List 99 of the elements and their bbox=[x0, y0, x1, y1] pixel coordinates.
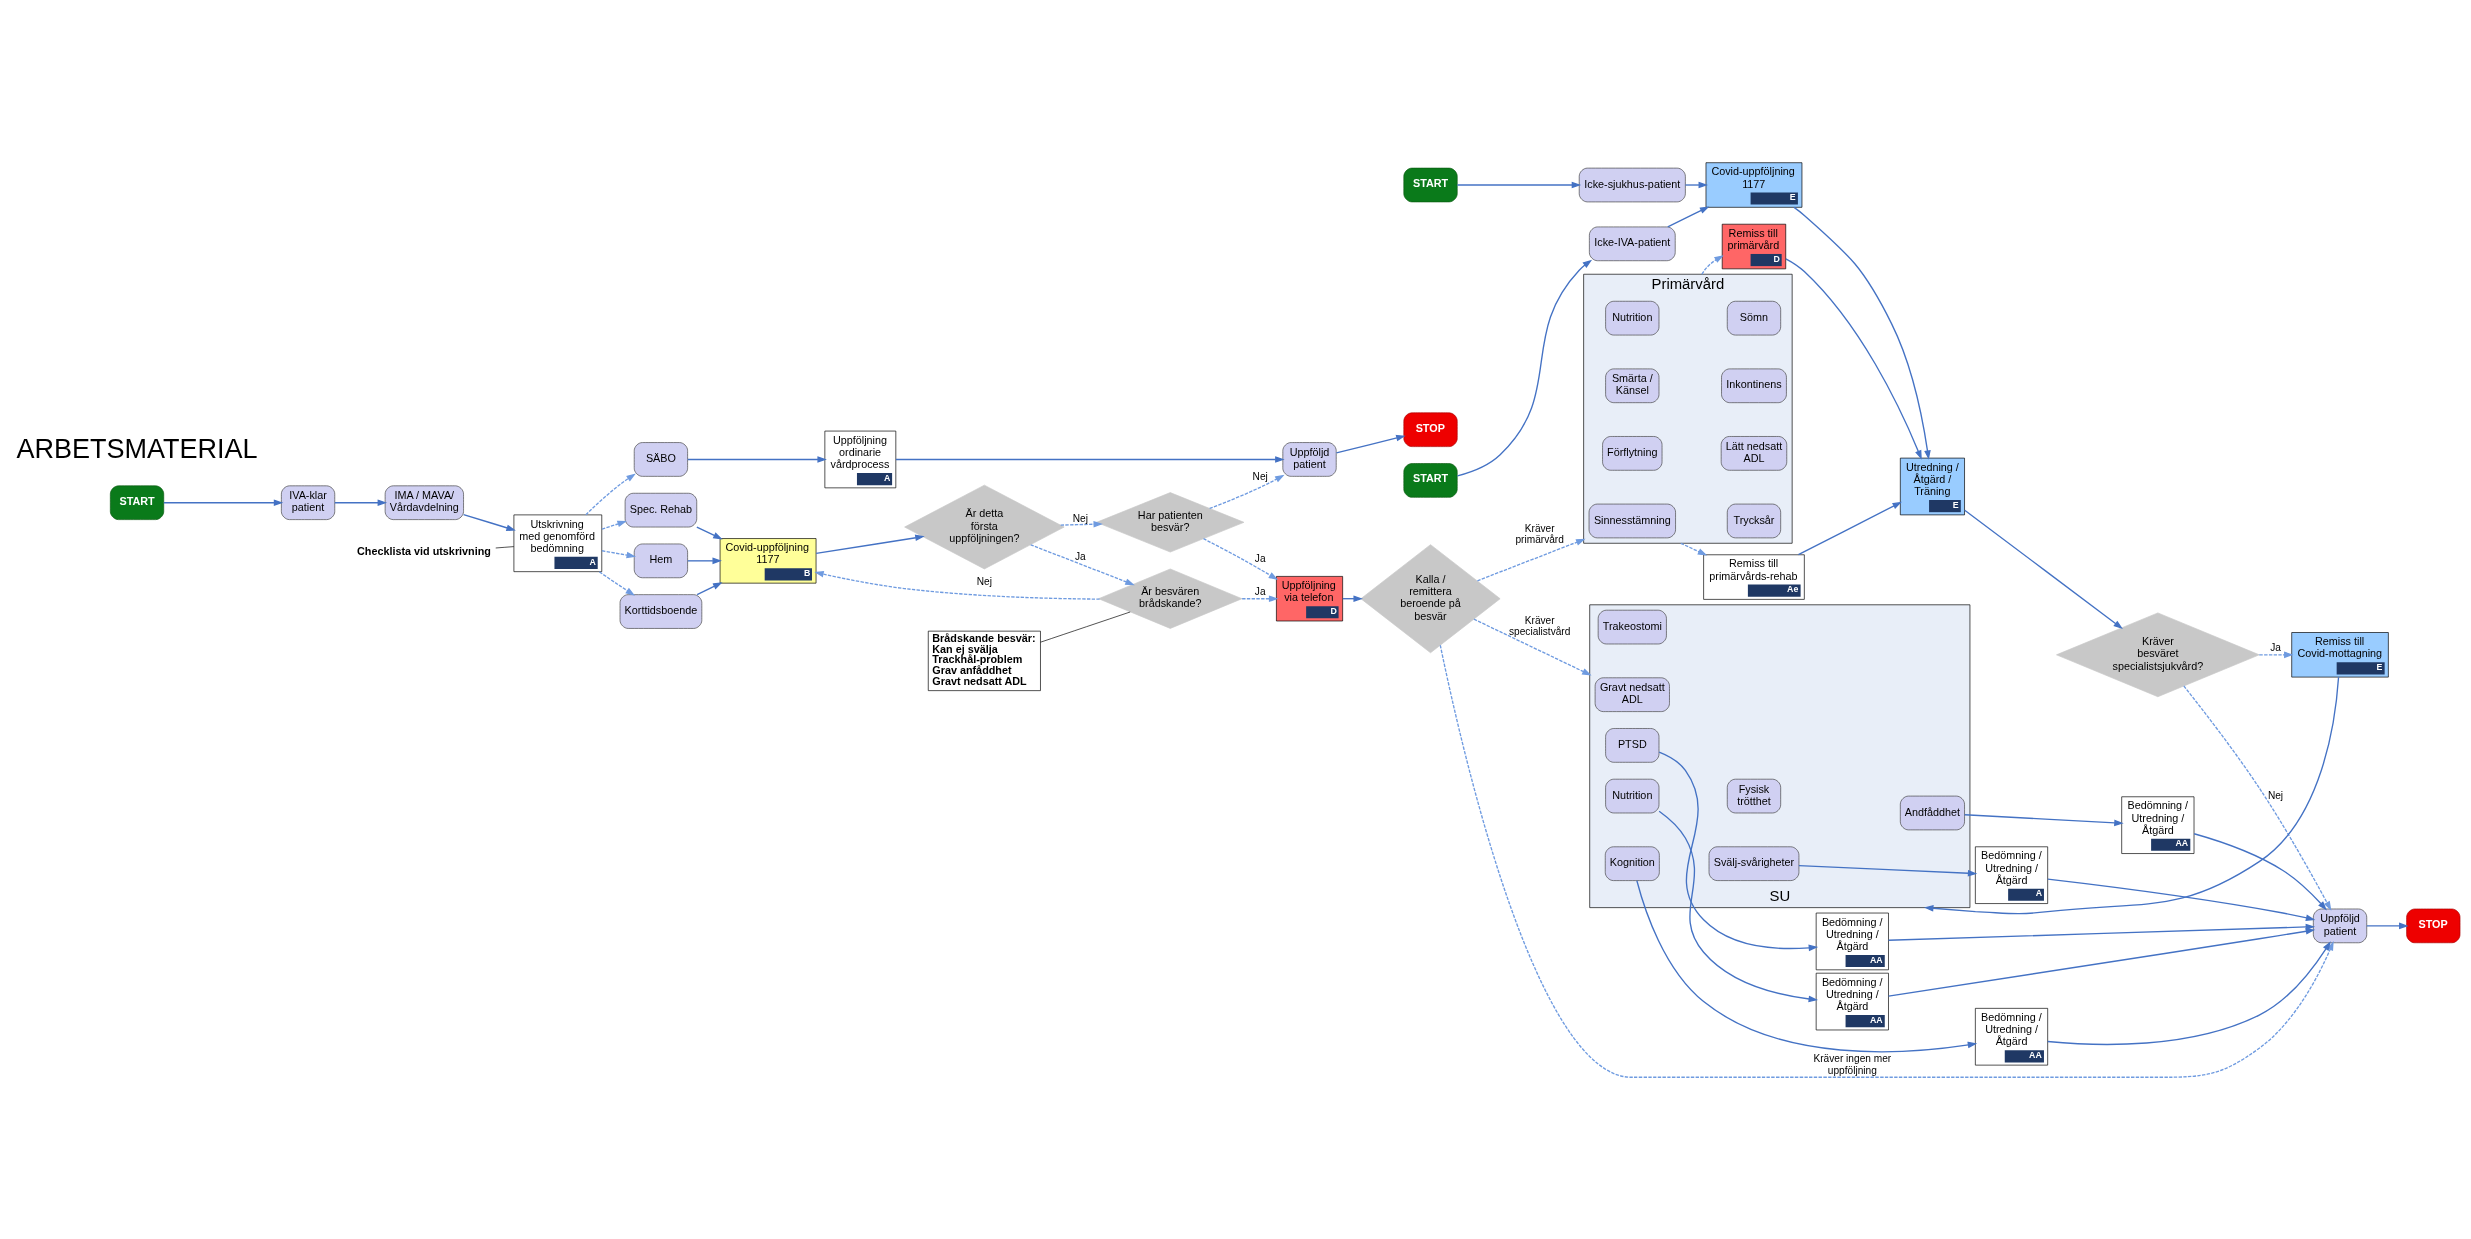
arrow bbox=[1456, 259, 1593, 477]
node-diamond: Kalla / remittera beroende på besvär bbox=[1360, 543, 1501, 653]
arrow bbox=[814, 570, 1101, 600]
node-box: Kognition bbox=[1604, 845, 1660, 881]
arrow bbox=[2366, 922, 2409, 929]
edge-label: Kräver specialistvård bbox=[1509, 614, 1571, 637]
arrow bbox=[687, 455, 827, 463]
edge-label: Nej bbox=[976, 575, 992, 587]
arrow bbox=[1030, 543, 1135, 585]
edge-label: Ja bbox=[1254, 552, 1266, 564]
node-box: Andfåddhet bbox=[1900, 795, 1965, 830]
node-diamond: Är besvären brådskande? bbox=[1098, 568, 1243, 629]
node-box: Gravt nedsatt ADL bbox=[1594, 676, 1670, 712]
node-box: Icke-sjukhus-patient bbox=[1578, 167, 1686, 202]
node-box: Sömn bbox=[1726, 300, 1781, 335]
arrow bbox=[1793, 206, 1931, 460]
node-box: Smärta / Känsel bbox=[1605, 368, 1660, 403]
arrow bbox=[1887, 927, 2316, 997]
arrow bbox=[1241, 594, 1279, 602]
arrow bbox=[601, 549, 637, 558]
arrow bbox=[1887, 923, 2316, 941]
edge-label: Nej bbox=[2267, 789, 2284, 801]
arrow bbox=[1964, 813, 2124, 826]
node-box: Icke-IVA-patient bbox=[1589, 226, 1676, 261]
node-box: IMA / MAVA/ Vårdavdelning bbox=[384, 485, 464, 520]
arrow bbox=[163, 498, 284, 506]
arrow bbox=[1476, 538, 1586, 581]
node-box: Förflytning bbox=[1602, 435, 1663, 471]
node-box: Uppföljd patient bbox=[1282, 441, 1337, 477]
node-box: Sinnesstämning bbox=[1588, 503, 1676, 538]
edge-label: Ja bbox=[1075, 550, 1086, 561]
arrow bbox=[895, 455, 1285, 463]
arrow bbox=[1636, 879, 1978, 1052]
edge-label: Kräver primärvård bbox=[1515, 522, 1564, 545]
edge-label: Nej bbox=[1252, 470, 1268, 482]
node-box: START bbox=[1403, 167, 1458, 202]
node-box: Lätt nedsatt ADL bbox=[1720, 435, 1788, 471]
node-box: Inkontinens bbox=[1721, 368, 1787, 403]
node-box: Svälj-svårigheter bbox=[1708, 845, 1800, 881]
arrow bbox=[2047, 940, 2331, 1045]
arrow bbox=[2183, 684, 2332, 911]
arrow bbox=[1797, 501, 1902, 555]
node-diamond: Är detta första uppföljningen? bbox=[904, 484, 1065, 569]
node-box: START bbox=[1403, 462, 1458, 498]
node-box: IVA-klar patient bbox=[281, 485, 336, 520]
arrow bbox=[1658, 750, 1819, 951]
arrow bbox=[462, 513, 516, 531]
arrow bbox=[1439, 644, 2334, 1078]
arrow bbox=[1059, 520, 1103, 528]
arrow bbox=[1924, 676, 2340, 914]
node-box: Hem bbox=[633, 543, 688, 578]
edge-label: Kräver ingen mer uppföljning bbox=[1813, 1052, 1892, 1076]
arrow bbox=[815, 534, 925, 554]
node-box: Brådskande besvär: Kan ej svälja Trackhål-problem Grav anfåddhet Gravt nedsatt ADL bbox=[927, 630, 1041, 691]
label: ARBETSMATERIAL bbox=[16, 433, 258, 464]
arrow bbox=[1964, 509, 2123, 629]
arrow bbox=[1680, 542, 1708, 556]
node-box: Spec. Rehab bbox=[624, 492, 698, 527]
arrow bbox=[334, 498, 388, 506]
connector bbox=[495, 545, 515, 548]
node-diamond: Har patienten besvär? bbox=[1096, 491, 1245, 552]
arrow bbox=[696, 525, 723, 539]
node-box: PTSD bbox=[1605, 727, 1660, 763]
arrow bbox=[1667, 205, 1710, 227]
node-box: Trakeostomi bbox=[1597, 609, 1667, 644]
arrow bbox=[2258, 651, 2294, 658]
edge-label: Ja bbox=[2270, 641, 2281, 653]
node-text: Checklista vid utskrivning bbox=[357, 544, 491, 557]
node-box: Trycksår bbox=[1726, 503, 1781, 538]
edge-label: Nej bbox=[1072, 512, 1088, 524]
node-box: Nutrition bbox=[1605, 778, 1660, 813]
arrow bbox=[1473, 618, 1592, 675]
arrow bbox=[1658, 810, 1819, 1002]
node-box: START bbox=[110, 485, 165, 520]
node-box: STOP bbox=[2406, 908, 2461, 943]
arrow bbox=[1684, 181, 1708, 188]
arrow bbox=[1202, 537, 1279, 580]
node-box: Korttidsboende bbox=[619, 593, 703, 629]
node-diamond: Kräver besväret specialistsjukvård? bbox=[2056, 612, 2260, 697]
connector bbox=[1040, 611, 1131, 642]
node-box: SÄBO bbox=[633, 441, 688, 477]
arrow bbox=[585, 472, 636, 515]
arrow bbox=[598, 570, 636, 596]
arrow bbox=[1208, 474, 1285, 509]
arrow bbox=[1785, 257, 1922, 460]
arrow bbox=[687, 557, 722, 564]
arrow bbox=[1335, 434, 1406, 454]
edge-label: Ja bbox=[1254, 585, 1266, 597]
arrow bbox=[696, 581, 723, 595]
arrow bbox=[1798, 864, 1978, 877]
arrow bbox=[1701, 254, 1724, 275]
node-box: Fysisk trötthet bbox=[1726, 778, 1781, 813]
arrow bbox=[1456, 181, 1582, 188]
node-box: Nutrition bbox=[1605, 300, 1660, 335]
arrow bbox=[2047, 878, 2316, 921]
arrow bbox=[2193, 832, 2327, 910]
arrow bbox=[601, 520, 627, 530]
node-box: STOP bbox=[1403, 411, 1458, 447]
node-box: Uppföljd patient bbox=[2313, 908, 2368, 943]
